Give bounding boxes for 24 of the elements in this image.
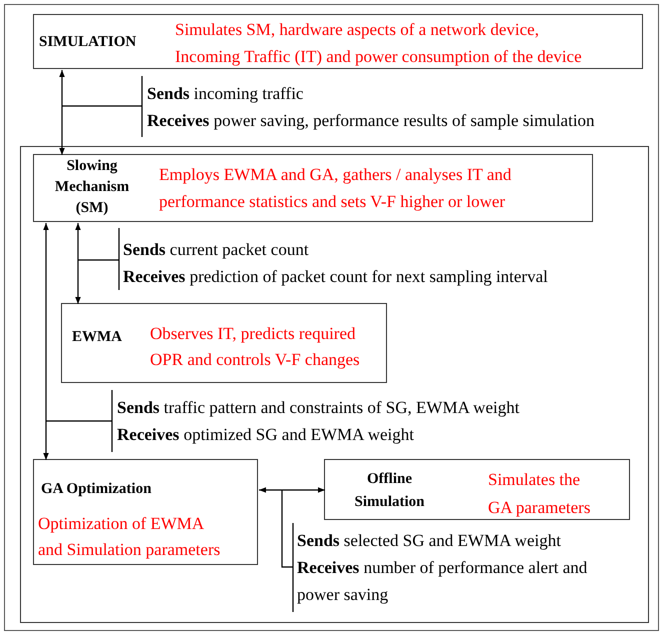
double-arrow — [259, 487, 325, 493]
container-box — [20, 146, 649, 623]
process-box — [33, 459, 258, 565]
edge-label: Sends selected SG and EWMA weight Receives number of performance alert and power saving — [297, 530, 588, 606]
box-description: Simulates the GA parameters — [488, 469, 592, 519]
process-box — [33, 154, 593, 222]
box-title: Offline Simulation — [353, 470, 426, 512]
edge-label: Sends incoming traffic Receives power saving, performance results of sample simulation — [147, 83, 596, 132]
edge-label: Sends traffic pattern and constraints of SG, EWMA weight Receives optimized SG and EWMA weight — [117, 397, 520, 446]
double-arrow — [75, 223, 81, 304]
box-title: GA Optimization — [41, 480, 152, 499]
box-title: Slowing Mechanism (SM) — [54, 157, 130, 218]
box-description: Observes IT, predicts required OPR and controls V-F changes — [150, 323, 361, 371]
box-description: Employs EWMA and GA, gathers / analyses IT and performance statistics and sets V-F higher or lower — [159, 164, 512, 213]
box-title: EWMA — [72, 328, 123, 347]
process-box — [324, 459, 630, 520]
process-box — [33, 14, 643, 69]
box-description: Simulates SM, hardware aspects of a network device, Incoming Traffic (IT) and power consumption of the device — [175, 19, 583, 68]
edge-label: Sends current packet count Receives prediction of packet count for next sampling interval — [123, 239, 549, 288]
double-arrow — [43, 223, 49, 460]
double-arrow — [59, 70, 65, 155]
box-description: Optimization of EWMA and Simulation parameters — [38, 513, 222, 561]
process-box — [61, 303, 387, 383]
box-title: SIMULATION — [39, 33, 138, 52]
